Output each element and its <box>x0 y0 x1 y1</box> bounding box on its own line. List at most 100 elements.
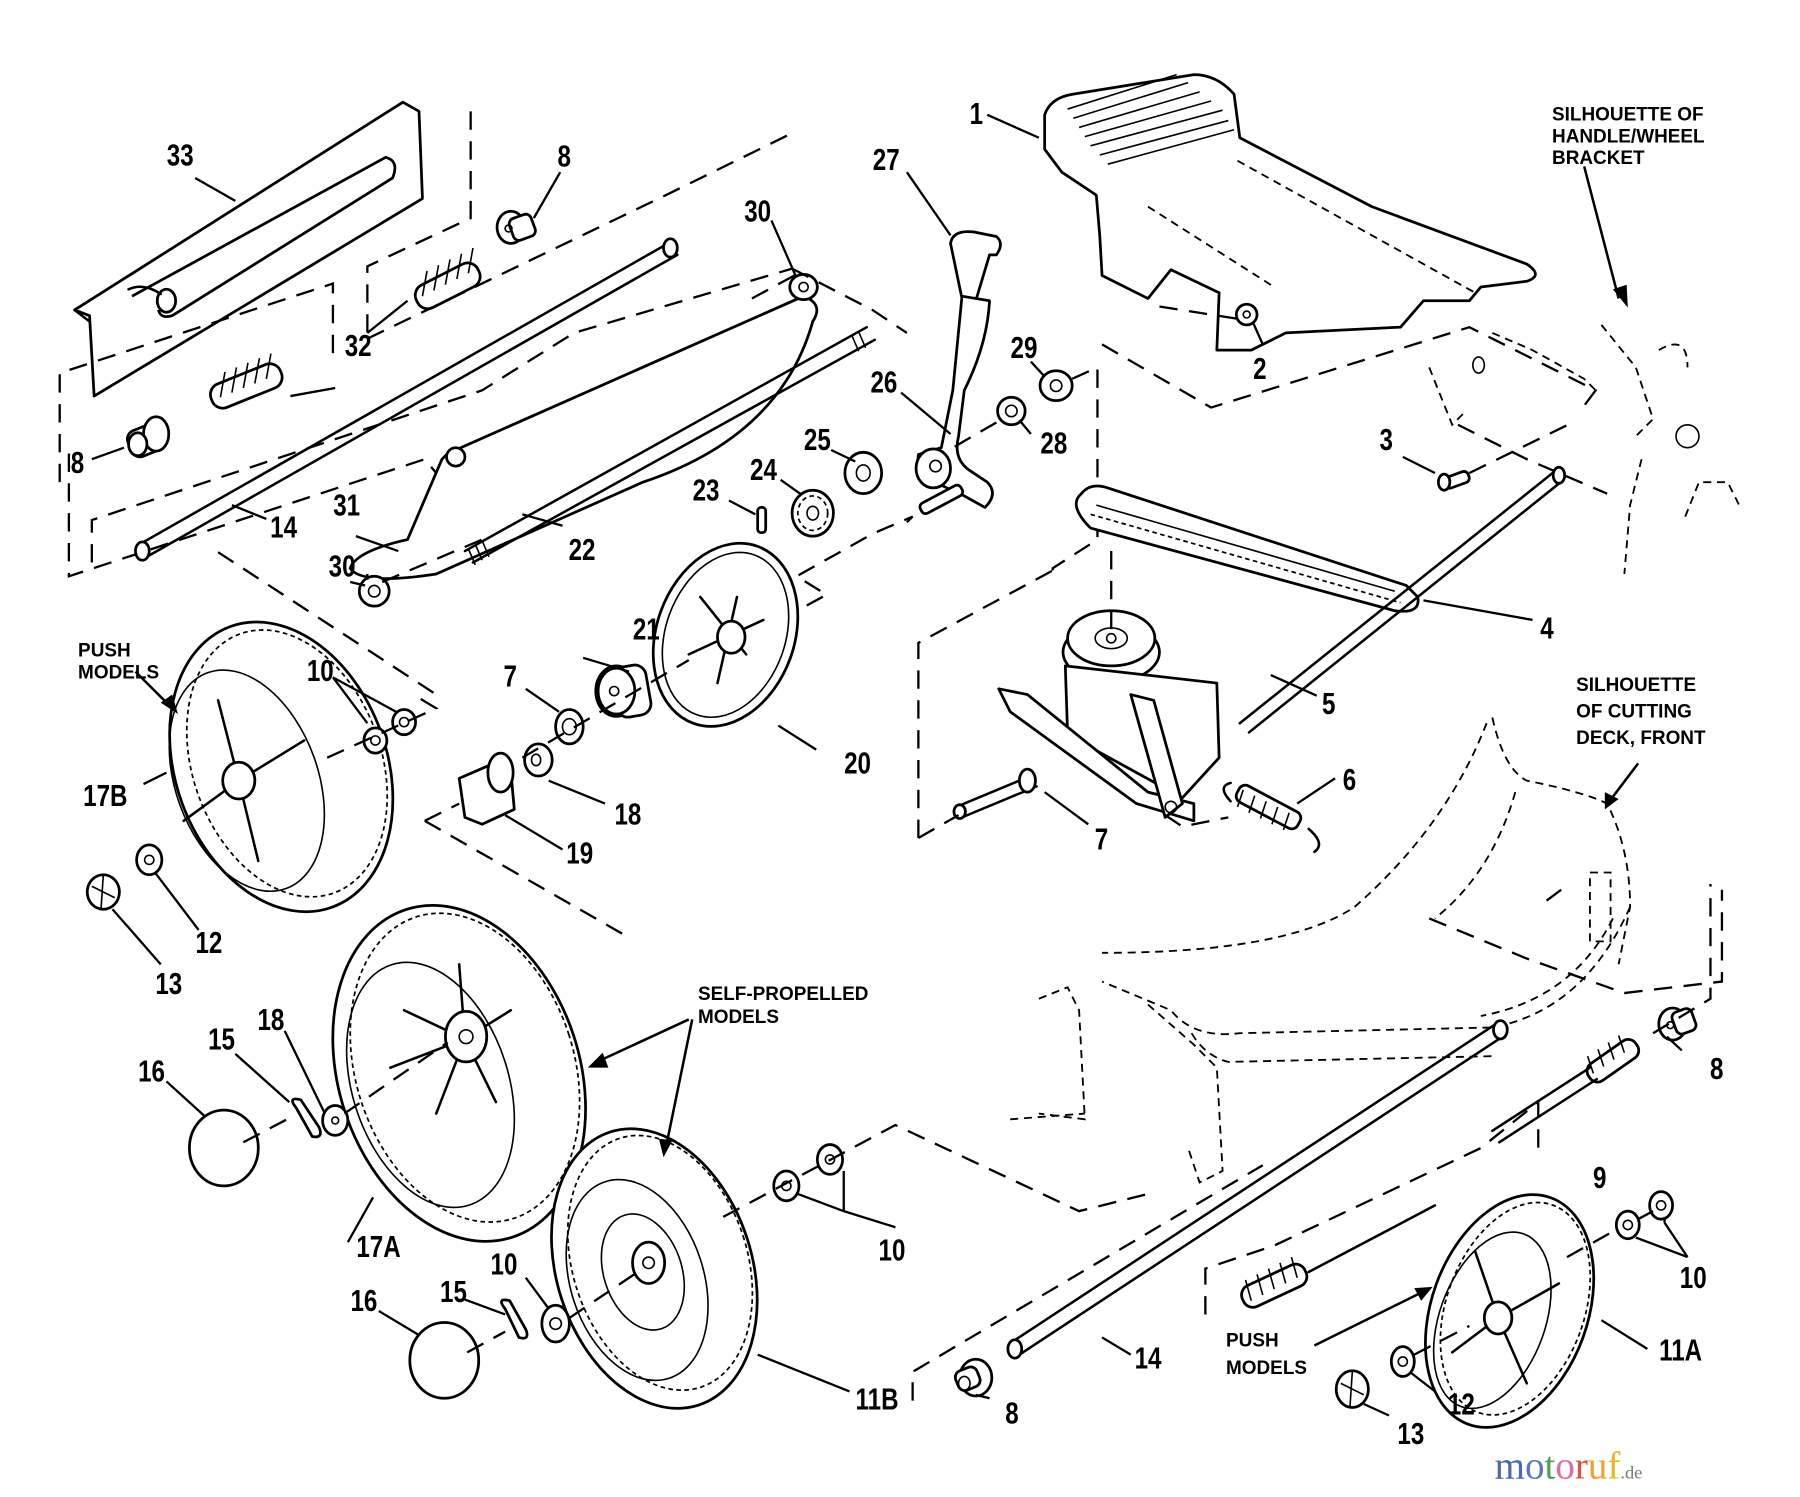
label-27: 27 <box>873 142 900 177</box>
part-17a-drive-wheel <box>331 904 587 1243</box>
label-12-right: 12 <box>1448 1386 1475 1421</box>
label-22: 22 <box>569 532 596 567</box>
label-17b: 17B <box>83 778 127 813</box>
label-12-left: 12 <box>196 925 223 960</box>
label-20: 20 <box>844 746 871 781</box>
label-11b: 11B <box>856 1382 899 1417</box>
svg-text:DECK, FRONT: DECK, FRONT <box>1576 728 1706 749</box>
note-cutting-deck: SILHOUETTE OF CUTTING DECK, FRONT <box>1576 675 1706 749</box>
part-4-drive-belt <box>1074 484 1420 613</box>
part-11b-drive-wheel <box>550 1127 759 1410</box>
part-18-washer-lower <box>321 1104 350 1137</box>
svg-text:SILHOUETTE: SILHOUETTE <box>1576 675 1696 696</box>
part-32-spring-upper <box>413 247 482 311</box>
watermark-letter: o <box>1525 1445 1545 1488</box>
watermark-letter: r <box>1575 1445 1588 1488</box>
svg-text:PUSH: PUSH <box>78 641 131 662</box>
part-30-nut-top <box>788 272 819 302</box>
svg-text:MODELS: MODELS <box>78 662 159 683</box>
label-5: 5 <box>1322 686 1335 721</box>
label-15-lower: 15 <box>440 1274 467 1309</box>
label-4: 4 <box>1540 610 1554 645</box>
part-9-spring-lower <box>1240 1256 1309 1309</box>
part-14-axle-rod-right <box>1006 1019 1509 1360</box>
part-16-cap-lower <box>408 1321 481 1400</box>
label-9: 9 <box>1593 1160 1606 1195</box>
handle-wheel-bracket-silhouette <box>1428 324 1740 575</box>
part-8-bushing-bottom <box>953 1357 994 1398</box>
label-28: 28 <box>1040 426 1067 461</box>
part-11a-push-wheel <box>1424 1193 1596 1429</box>
label-8-left: 8 <box>71 445 84 480</box>
label-10-right: 10 <box>1680 1260 1707 1295</box>
label-13-right: 13 <box>1397 1416 1424 1451</box>
label-10-mid: 10 <box>879 1233 906 1268</box>
watermark-letter: o <box>1555 1445 1575 1488</box>
part-13-hub-left <box>85 873 121 911</box>
label-25: 25 <box>804 422 831 457</box>
svg-text:OF CUTTING: OF CUTTING <box>1576 702 1692 723</box>
part-7-axle-right <box>952 767 1038 820</box>
part-8-bushing-top <box>495 209 537 245</box>
label-19: 19 <box>566 835 593 870</box>
part-10-washers-right <box>1614 1190 1674 1241</box>
label-16-upper: 16 <box>138 1054 165 1089</box>
part-7-washer-upper <box>554 708 585 746</box>
part-10-washer-lower-left <box>540 1303 571 1344</box>
label-8-right: 8 <box>1710 1051 1723 1086</box>
label-10-left: 10 <box>307 653 334 688</box>
part-29-nut <box>1038 369 1074 403</box>
label-7-left: 7 <box>504 659 517 694</box>
part-21-pinion-gear <box>594 663 653 719</box>
part-20-drive-wheel <box>651 541 800 728</box>
label-26: 26 <box>871 365 898 400</box>
label-8-top: 8 <box>558 139 571 174</box>
part-30-nut-bottom <box>357 574 391 608</box>
note-arrows <box>134 166 1640 1347</box>
part-12-hubcap-left <box>135 843 164 877</box>
part-19-hex-bushing <box>457 751 516 826</box>
note-push-models-right: PUSH MODELS <box>1226 1331 1307 1380</box>
svg-text:PUSH: PUSH <box>1226 1331 1279 1352</box>
label-7-right: 7 <box>1095 822 1108 857</box>
part-9-spring-upper <box>1585 1035 1641 1084</box>
part-5-axle-shaft <box>1238 465 1567 734</box>
part-8-bushing-left <box>125 415 171 459</box>
label-14-left: 14 <box>270 509 297 544</box>
part-15-clip-lower <box>500 1298 529 1340</box>
label-1: 1 <box>970 96 983 131</box>
part-10-washers-left <box>362 708 417 755</box>
label-14-right: 14 <box>1135 1341 1162 1376</box>
label-24: 24 <box>750 452 777 487</box>
label-3: 3 <box>1379 422 1392 457</box>
part-31-shield <box>348 294 819 580</box>
part-24-gear-washer <box>790 488 835 538</box>
part-3-bolt <box>1437 470 1471 492</box>
part-32-spring-lower <box>209 353 284 410</box>
part-15-clip-upper <box>291 1097 322 1139</box>
part-number-labels: 1 2 3 4 5 6 7 7 8 8 8 8 9 10 10 10 10 11… <box>71 96 1724 1451</box>
label-32: 32 <box>345 328 372 363</box>
part-12-hubcap-right <box>1389 1345 1416 1378</box>
svg-text:SILHOUETTE OF: SILHOUETTE OF <box>1552 105 1703 126</box>
label-18-lower: 18 <box>257 1002 284 1037</box>
label-29: 29 <box>1011 330 1038 365</box>
label-33: 33 <box>167 137 194 172</box>
watermark-letter: m <box>1495 1445 1525 1488</box>
watermark-letter: f <box>1607 1445 1620 1488</box>
part-33-handle-bar <box>73 100 424 398</box>
note-self-propelled: SELF-PROPELLED MODELS <box>698 984 868 1028</box>
label-11a: 11A <box>1659 1333 1702 1368</box>
part-2-nut <box>1234 302 1259 327</box>
label-15-upper: 15 <box>208 1021 235 1056</box>
part-8-bushing-right <box>1657 1006 1698 1042</box>
svg-text:HANDLE/WHEEL: HANDLE/WHEEL <box>1552 126 1705 147</box>
part-25-spacer <box>843 450 884 496</box>
watermark-letter: t <box>1545 1445 1556 1488</box>
label-31: 31 <box>333 488 360 523</box>
svg-text:motoruf.de: motoruf.de <box>1495 1445 1643 1488</box>
label-17a: 17A <box>356 1229 400 1264</box>
note-handle-bracket: SILHOUETTE OF HANDLE/WHEEL BRACKET <box>1552 105 1705 170</box>
part-6-spring <box>1222 781 1321 854</box>
